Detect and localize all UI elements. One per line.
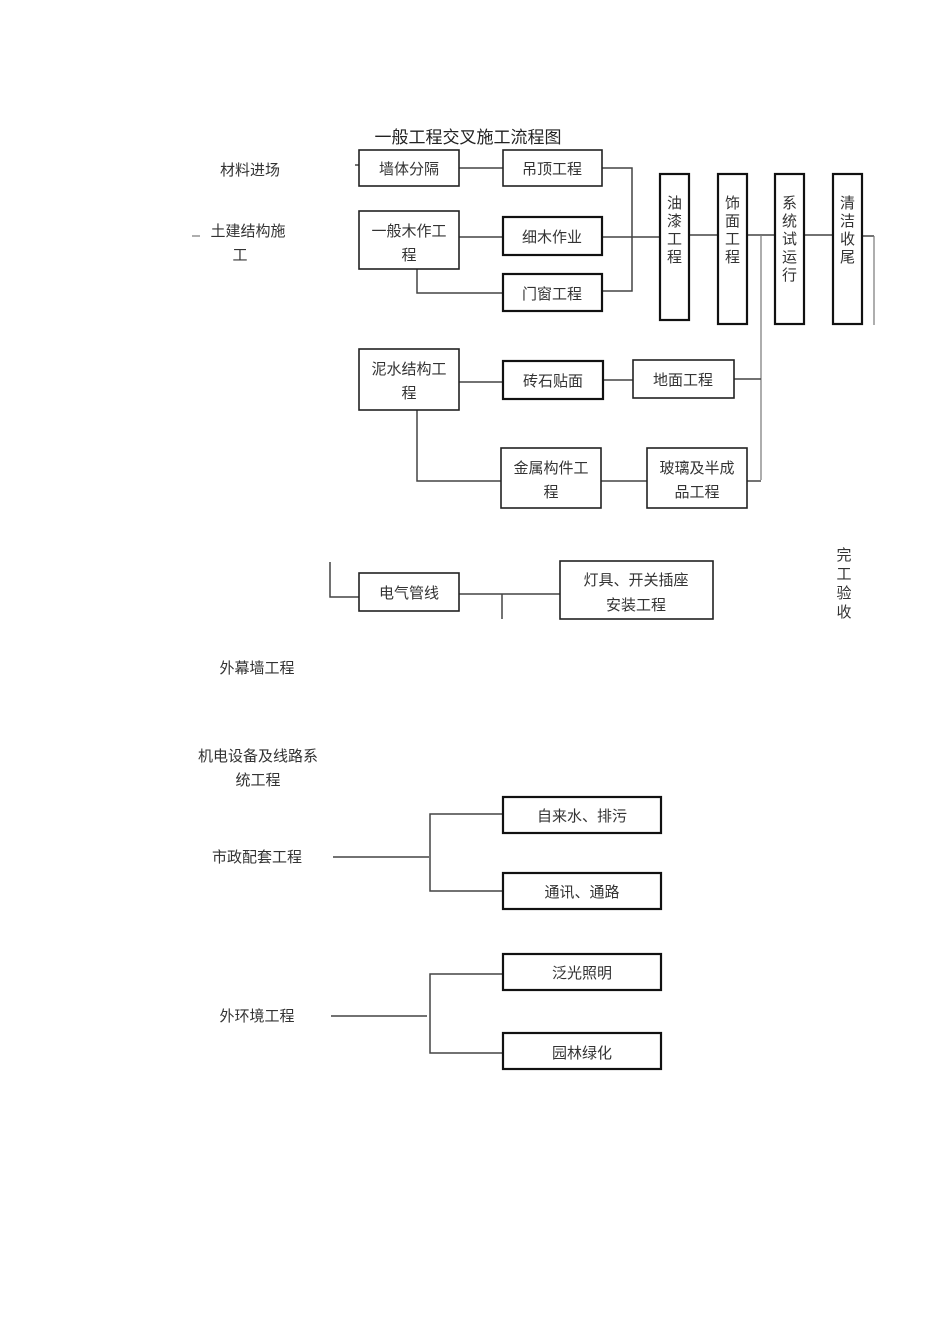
label-exterior: 外环境工程 [219,1007,294,1025]
stage-char: 程 [667,248,682,266]
stage-cleanup[interactable]: 清 洁 收 尾 [831,172,864,326]
label-municipal: 市政配套工程 [212,848,302,866]
box-water-sewage[interactable]: 自来水、排污 [501,795,663,835]
stage-char: 统 [782,212,797,230]
box-doors-windows[interactable]: 门窗工程 [501,272,604,313]
box-label: 安装工程 [606,596,666,614]
box-label: 程 [543,483,558,501]
label-mep-line1: 机电设备及线路系 [198,747,318,765]
box-landscaping[interactable]: 园林绿化 [501,1031,663,1071]
connector [429,813,503,892]
box-label: 灯具、开关插座 [583,571,688,589]
box-label: 园林绿化 [552,1044,612,1062]
box-label: 程 [401,246,416,264]
box-label: 砖石贴面 [523,372,583,390]
stage-char: 油 [667,194,682,212]
box-label: 细木作业 [522,228,582,246]
stage-char: 试 [782,230,797,248]
connector [429,973,503,1054]
box-label: 地面工程 [653,371,713,389]
label-curtain-wall: 外幕墙工程 [219,659,294,677]
box-label: 金属构件工 [513,459,588,477]
box-label: 自来水、排污 [537,807,627,825]
stage-char: 尾 [840,248,855,266]
box-label: 电气管线 [379,584,439,602]
stage-finishing[interactable]: 饰 面 工 程 [716,172,749,326]
box-floor[interactable]: 地面工程 [632,359,735,399]
box-telecom-road[interactable]: 通讯、通路 [501,871,663,911]
box-label: 一般木作工 [371,222,446,240]
completion-char: 收 [836,603,851,621]
label-civil-line1: 土建结构施 [210,222,285,240]
stage-char: 漆 [667,212,682,230]
box-partition[interactable]: 墙体分隔 [358,149,460,187]
box-general-woodwork[interactable]: 一般木作工 程 [358,210,460,270]
diagram-title: 一般工程交叉施工流程图 [375,128,562,148]
stage-char: 洁 [840,212,855,230]
stage-char: 行 [782,266,797,284]
connector [416,410,501,482]
box-tile[interactable]: 砖石贴面 [501,359,605,401]
box-label: 程 [401,384,416,402]
connectors [329,164,875,1054]
label-civil-line2: 工 [232,246,247,264]
stage-char: 饰 [725,194,740,212]
stage-char: 工 [725,230,740,248]
box-label: 泛光照明 [552,964,612,982]
connector [602,167,633,292]
box-label: 玻璃及半成 [659,459,734,477]
box-label: 品工程 [674,483,719,501]
completion-char: 完 [836,546,851,564]
label-materials: 材料进场 [220,161,280,179]
label-mep-line2: 统工程 [235,771,280,789]
box-glass[interactable]: 玻璃及半成 品工程 [646,447,748,509]
stage-char: 面 [725,212,740,230]
box-lighting-switches[interactable]: 灯具、开关插座 安装工程 [559,560,714,620]
connector [329,562,359,598]
stage-painting[interactable]: 油 漆 工 程 [658,172,691,322]
box-ceiling[interactable]: 吊顶工程 [502,149,603,187]
completion-char: 验 [836,584,851,602]
stage-char: 运 [782,248,797,266]
box-label: 墙体分隔 [379,160,439,178]
box-label: 泥水结构工 [371,360,446,378]
box-floodlight[interactable]: 泛光照明 [501,952,663,992]
box-metal-components[interactable]: 金属构件工 程 [500,447,602,509]
box-label: 通讯、通路 [544,883,619,901]
box-label: 吊顶工程 [522,160,582,178]
box-label: 门窗工程 [522,285,582,303]
stage-char: 系 [782,194,797,212]
stage-char: 清 [840,194,855,212]
connector [416,269,503,294]
stage-char: 工 [667,230,682,248]
stage-system-test[interactable]: 系 统 试 运 行 [773,172,806,326]
stage-char: 程 [725,248,740,266]
stage-char: 收 [840,230,855,248]
label-completion: 完 工 验 收 [836,546,851,621]
box-fine-woodwork[interactable]: 细木作业 [501,215,604,257]
box-electrical-conduit[interactable]: 电气管线 [358,572,460,612]
completion-char: 工 [836,565,851,583]
box-masonry[interactable]: 泥水结构工 程 [358,348,460,411]
